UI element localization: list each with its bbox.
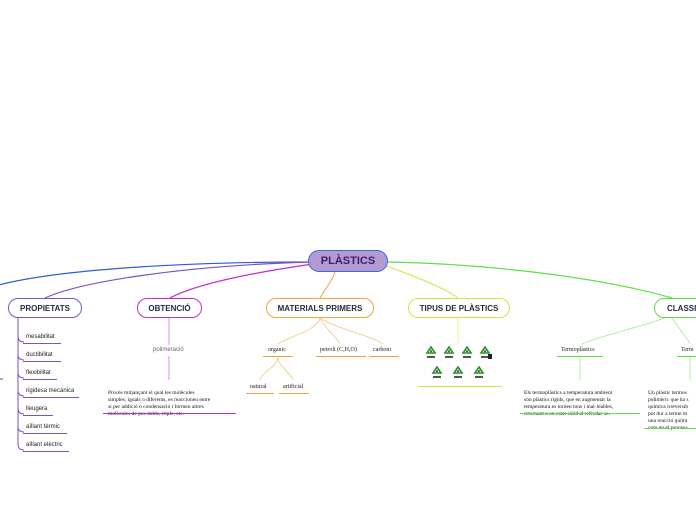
branch-propietats[interactable]: PROPIETATS	[8, 298, 82, 318]
class-underline	[677, 356, 696, 357]
recycle-icon	[452, 366, 464, 378]
class-underline	[644, 428, 696, 429]
desc-line: retornant a un estat sòlid al refredar-s…	[524, 411, 610, 417]
organic-sub-artificial[interactable]: artificial	[283, 384, 304, 390]
propietat-underline	[23, 433, 67, 434]
branch-classificacio[interactable]: CLASSI	[654, 298, 696, 318]
obtencio-underline	[103, 413, 236, 414]
recycle-icon	[425, 346, 437, 358]
root-node[interactable]: PLÀSTICS	[308, 250, 388, 272]
branch-tipus[interactable]: TIPUS DE PLÀSTICS	[408, 298, 510, 318]
propietat-item[interactable]: lleugera	[26, 406, 48, 412]
branch-materials[interactable]: MATERIALS PRIMERS	[266, 298, 374, 318]
material-underline	[369, 356, 399, 357]
propietat-item[interactable]: rigidesa mecànica	[26, 388, 75, 394]
material-underline	[263, 356, 293, 357]
recycle-icon	[431, 366, 443, 378]
desc-line: molècules de pes doble, triple, etc.	[108, 411, 185, 417]
organic-sub-natural[interactable]: natural	[250, 384, 267, 390]
propietat-underline	[23, 343, 61, 344]
propietat-item[interactable]: ductibilitat	[26, 352, 53, 358]
class-termoplastics[interactable]: Termoplàstics	[561, 347, 595, 353]
propietat-underline	[23, 361, 61, 362]
recycle-icon	[461, 346, 473, 358]
tipus-underline	[418, 386, 501, 387]
propietat-underline	[23, 397, 79, 398]
propietat-item[interactable]: aïllant tèrmic	[26, 424, 61, 430]
propietat-item[interactable]: flexibilitat	[26, 370, 51, 376]
material-underline	[246, 393, 274, 394]
material-item-organic[interactable]: organic	[268, 347, 286, 353]
material-item-carboni[interactable]: carboni	[373, 347, 391, 353]
class-termo[interactable]: Term	[681, 347, 694, 353]
propietat-underline	[23, 379, 57, 380]
desc-line: si per addició o condensació i formen al…	[108, 404, 204, 410]
recycle-icon	[473, 366, 485, 378]
propietat-underline	[23, 451, 69, 452]
material-underline	[279, 393, 309, 394]
recycle-icon	[443, 346, 455, 358]
propietat-underline	[23, 415, 53, 416]
desc-line: una reacció quími	[648, 418, 688, 424]
desc-line: són plàstics rígids, que en augmentar la	[524, 397, 611, 403]
material-item-petroli[interactable]: petroli (C,H,O)	[320, 347, 357, 353]
desc-line: temperatura es tornen tous i mal·leables…	[524, 404, 614, 410]
propietat-item[interactable]: aïllant elèctric	[26, 442, 63, 448]
desc-line: simples, iguals o diferents, es reaccion…	[108, 397, 211, 403]
desc-line: química irreversib	[648, 404, 689, 410]
propietat-item[interactable]: mesabilitat	[26, 334, 55, 340]
obtencio-sub[interactable]: polimeració	[153, 347, 184, 353]
desc-line: Els termoplàstics a temperatura ambient	[524, 390, 613, 396]
class-underline	[520, 413, 640, 414]
desc-line: polimèric que ha s	[648, 397, 689, 403]
material-underline	[316, 356, 366, 357]
desc-line: Un plàstic termos	[648, 390, 687, 396]
desc-line: Procés mitjançant el qual les molècules	[108, 390, 195, 396]
branch-obtencio[interactable]: OBTENCIÓ	[137, 298, 202, 318]
recycle-icon	[479, 346, 492, 359]
desc-line: pot dur a terme m	[648, 411, 688, 417]
class-underline	[557, 356, 603, 357]
